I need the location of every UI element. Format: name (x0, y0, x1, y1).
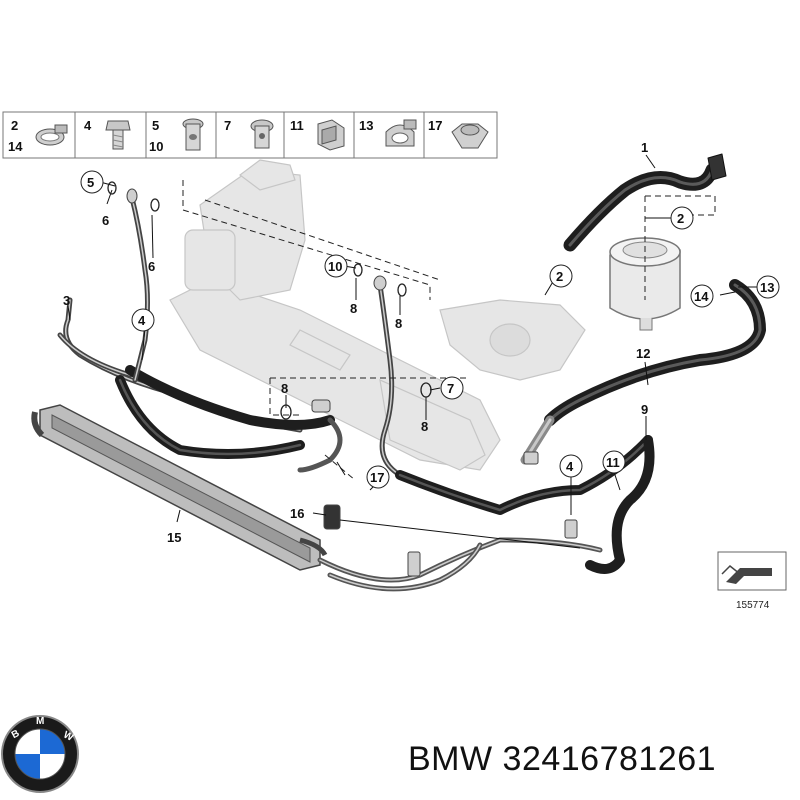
callout-13: 13 (760, 280, 774, 295)
legend-number: 13 (359, 118, 373, 133)
fittings (126, 188, 578, 577)
legend-number: 7 (224, 118, 231, 133)
spring-clamp-icon (385, 119, 417, 147)
callout-4: 4 (138, 313, 146, 328)
hose-clamp-icon (35, 124, 68, 146)
callout-12: 12 (636, 346, 650, 361)
hoses (57, 153, 766, 592)
legend-number: 4 (84, 118, 92, 133)
callout-8: 8 (350, 301, 357, 316)
callout-1: 1 (641, 140, 648, 155)
callout-11: 11 (606, 455, 620, 470)
bracket-pipe-4 (297, 417, 343, 473)
diagram-id: 155774 (717, 551, 787, 611)
leader-lines (67, 154, 760, 549)
callout-8: 8 (281, 381, 288, 396)
pressure-hose-main (125, 365, 335, 430)
legend-number: 5 (152, 118, 159, 133)
bmw-logo-icon: B M W (1, 715, 79, 793)
diagram-number: 155774 (736, 600, 770, 611)
callout-16: 16 (290, 506, 304, 521)
callout-6: 6 (148, 259, 155, 274)
seal-rings (107, 181, 432, 420)
callouts: 1 2 2 3 4 4 5 6 6 7 8 8 8 8 9 10 11 12 1… (63, 140, 780, 545)
legend-cell-17: 17 (428, 118, 489, 149)
svg-text:M: M (36, 716, 44, 727)
banjo-bolt-icon (250, 119, 274, 149)
steering-rack-ghost (169, 159, 501, 471)
callout-6: 6 (102, 213, 109, 228)
legend-cell-13: 13 (359, 118, 417, 147)
callout-17: 17 (370, 470, 384, 485)
callout-4: 4 (566, 459, 574, 474)
legend-number: 11 (290, 118, 304, 133)
callout-10: 10 (328, 259, 342, 274)
dashed-leaders (182, 180, 716, 481)
callout-5: 5 (87, 175, 94, 190)
callout-8: 8 (421, 419, 428, 434)
legend-cell-2-14: 2 14 (8, 118, 68, 154)
legend-number: 10 (149, 139, 163, 154)
svg-text:B: B (10, 728, 22, 741)
legend-cell-7: 7 (224, 118, 274, 149)
callout-15: 15 (167, 530, 181, 545)
legend-number: 14 (8, 139, 23, 154)
part-number-caption: BMW 32416781261 (408, 740, 717, 778)
bolt-icon (105, 120, 131, 150)
legend-number: 2 (11, 118, 18, 133)
legend-cell-4: 4 (84, 118, 131, 150)
parts-legend: 2 14 4 5 10 (2, 111, 498, 159)
hex-nut-icon (451, 123, 489, 149)
legend-number: 17 (428, 118, 442, 133)
callout-7: 7 (447, 381, 454, 396)
callout-3: 3 (63, 293, 70, 308)
callout-2: 2 (556, 269, 563, 284)
callout-8: 8 (395, 316, 402, 331)
hollow-bolt-icon (182, 118, 204, 151)
oil-cooler (31, 404, 328, 571)
retaining-clip-icon (317, 119, 345, 151)
legend-cell-5-10: 5 10 (149, 118, 204, 154)
legend-cell-11: 11 (290, 118, 345, 151)
line-5-6 (129, 195, 150, 383)
pump-ghost (439, 299, 586, 381)
callout-9: 9 (641, 402, 648, 417)
cooler-pipe (317, 537, 603, 583)
callout-14: 14 (694, 289, 709, 304)
callout-2: 2 (677, 211, 684, 226)
